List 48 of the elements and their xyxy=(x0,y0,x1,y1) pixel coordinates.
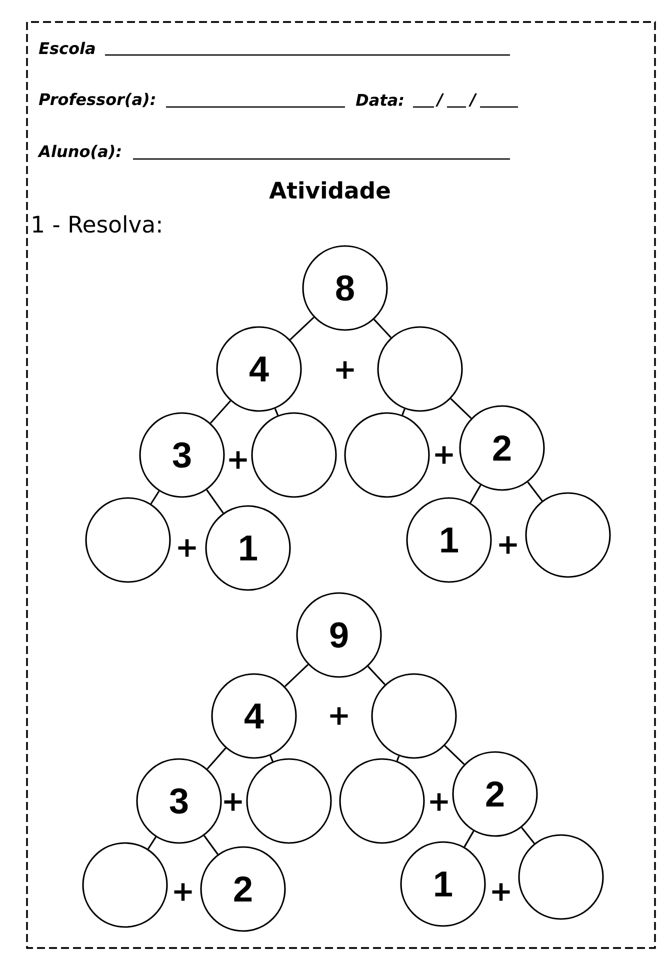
connector-line xyxy=(206,489,224,514)
connector-line xyxy=(274,408,279,416)
connector-line xyxy=(210,400,232,424)
connector-line xyxy=(204,835,218,855)
connector-line xyxy=(521,827,535,844)
answer-circle xyxy=(518,834,604,920)
answer-circle xyxy=(371,673,457,759)
connector-line xyxy=(373,318,392,338)
plus-sign: + xyxy=(499,536,517,554)
answer-circle xyxy=(251,412,337,498)
title: Atividade xyxy=(269,181,390,199)
connector-line xyxy=(270,755,274,762)
label-text: Escola xyxy=(38,42,95,54)
connector-line xyxy=(396,756,400,762)
answer-circle xyxy=(377,326,463,412)
instruction-text: 1 - Resolva: xyxy=(33,215,161,233)
answer-circle xyxy=(525,492,611,578)
connector-line xyxy=(150,490,160,504)
slash: / xyxy=(436,93,444,107)
label-text: Data: xyxy=(356,94,404,106)
answer-circle xyxy=(82,842,168,928)
answer-circle xyxy=(339,758,425,844)
plus-sign: + xyxy=(430,793,448,811)
connector-line xyxy=(450,398,472,419)
label-text: Professor(a): xyxy=(38,92,156,108)
plus-sign: + xyxy=(435,446,453,464)
plus-sign: + xyxy=(174,883,192,901)
plus-sign: + xyxy=(224,793,242,811)
connector-line xyxy=(402,408,406,416)
answer-circle xyxy=(85,497,171,583)
plus-sign: + xyxy=(330,707,348,725)
connector-line xyxy=(290,316,314,340)
label-text: Aluno(a): xyxy=(38,144,121,160)
plus-sign: + xyxy=(229,451,247,469)
plus-sign: + xyxy=(336,361,354,379)
connector-line xyxy=(444,745,465,765)
connector-line xyxy=(206,748,226,770)
connector-line xyxy=(284,664,309,688)
connector-line xyxy=(527,482,543,502)
connector-line xyxy=(147,836,157,850)
connector-line xyxy=(367,666,386,686)
plus-sign: + xyxy=(492,883,510,901)
connector-line xyxy=(470,484,482,504)
plus-sign: + xyxy=(178,539,196,557)
connector-line xyxy=(464,830,474,848)
answer-circle xyxy=(246,758,332,844)
answer-circle xyxy=(344,412,430,498)
slash: / xyxy=(468,93,478,107)
